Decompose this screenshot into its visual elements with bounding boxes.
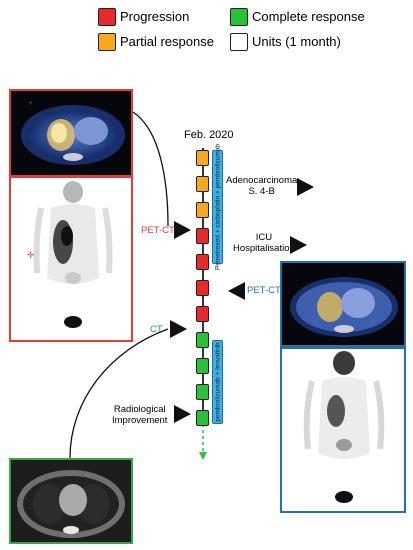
timeline-unit-progression: [196, 306, 209, 322]
legend-label-progression: Progression: [120, 9, 190, 24]
timeline-unit-complete: [196, 332, 209, 348]
marker-icu: [290, 236, 307, 254]
pet-ct-axial-image-baseline: +: [9, 89, 133, 177]
legend-swatch-units: [230, 33, 248, 51]
ct-axial-drawing: [17, 470, 125, 538]
connector-petct-to-timeline: [132, 111, 169, 227]
marker-petct-left: [174, 221, 191, 239]
therapy-bar-2: pembrolizumab + lenvatinib: [212, 340, 223, 424]
timeline-unit-progression: [196, 280, 209, 296]
connector-ct-to-timeline: [69, 328, 169, 459]
pet-mip-followup-drawing: [303, 351, 385, 503]
legend-label-partial: Partial response: [120, 34, 214, 49]
timeline-unit-complete: [196, 358, 209, 374]
timeline-unit-partial: [196, 202, 209, 218]
timeline-unit-complete: [196, 410, 209, 426]
timeline-unit-partial: [196, 176, 209, 192]
legend-swatch-progression: [98, 8, 116, 26]
pet-mip-image-followup: [280, 347, 406, 513]
annotation-radiological-improvement: Radiological Improvement: [112, 404, 168, 426]
timeline-unit-progression: [196, 228, 209, 244]
marker-petct-right: [228, 282, 245, 300]
marker-radiological-improvement: [174, 405, 191, 423]
legend-swatch-partial: [98, 33, 116, 51]
legend-label-complete: Complete response: [252, 9, 365, 24]
pet-ct-axial-drawing: +: [21, 101, 125, 165]
annotation-petct-right: PET-CT: [247, 285, 281, 296]
timeline-unit-progression: [196, 254, 209, 270]
pet-mip-drawing: ✛: [27, 181, 113, 328]
annotation-ct: CT: [150, 324, 163, 335]
svg-text:+: +: [29, 101, 33, 107]
annotation-icu: ICU Hospitalisation: [233, 232, 295, 254]
legend-label-units: Units (1 month): [252, 34, 341, 49]
pet-ct-axial-image-followup: [280, 261, 406, 347]
therapy-bar-1: Pemetrexed + carboplatin + pembrolizumab: [212, 144, 223, 270]
pet-mip-image-baseline: ✛: [9, 176, 133, 342]
therapy-1-label: Pemetrexed + carboplatin + pembrolizumab: [214, 143, 221, 271]
timeline-start-label: Feb. 2020: [184, 129, 234, 141]
legend-swatch-complete: [230, 8, 248, 26]
therapy-2-label: pembrolizumab + lenvatinib: [214, 342, 221, 422]
timeline-unit-complete: [196, 384, 209, 400]
ct-axial-image-followup: [9, 458, 133, 544]
svg-text:✛: ✛: [27, 250, 35, 260]
annotation-petct-left: PET-CT: [141, 225, 175, 236]
marker-adenocarcinoma: [297, 178, 314, 196]
pet-ct-axial-followup-drawing: [290, 277, 398, 337]
annotation-adenocarcinoma: Adenocarcinoma S. 4-B: [226, 175, 298, 197]
timeline-continuation-arrow: [199, 424, 207, 460]
marker-ct: [170, 320, 187, 338]
timeline-unit-partial: [196, 150, 209, 166]
